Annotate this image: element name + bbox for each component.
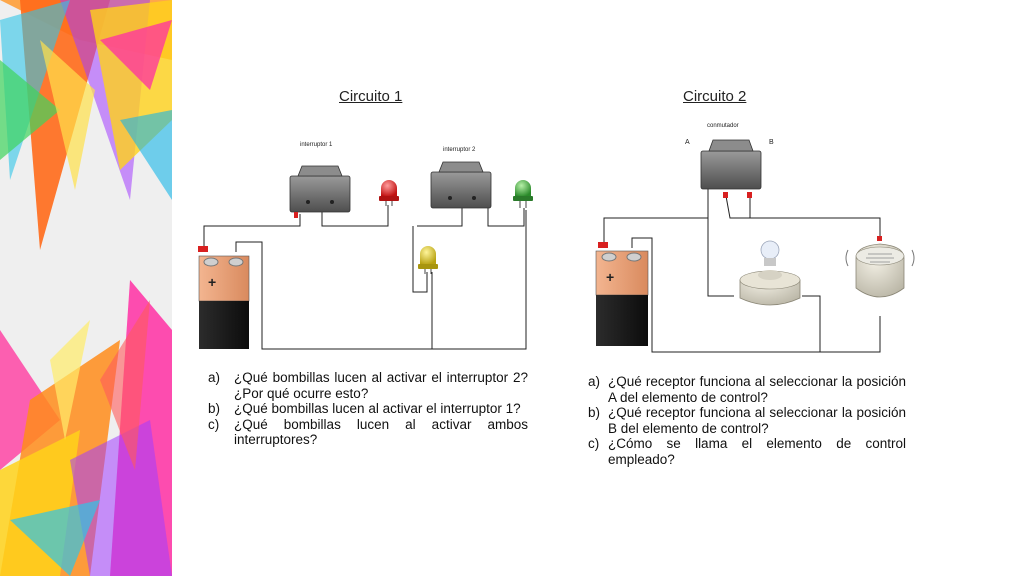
- position-a-label: A: [685, 139, 690, 146]
- question-marker: a): [208, 370, 221, 385]
- battery-1: [198, 246, 250, 349]
- switch-2: [430, 161, 492, 209]
- question-marker: c): [208, 416, 220, 432]
- circuit1-questions: a) ¿Qué bombillas lucen al activar el in…: [208, 370, 528, 448]
- circuit2-title: Circuito 2: [683, 88, 747, 105]
- question-1c: c) ¿Qué bombillas lucen al activar ambos…: [208, 417, 528, 448]
- question-text: ¿Qué bombillas lucen al activar el inter…: [234, 370, 528, 401]
- circuit-diagrams: +: [198, 139, 915, 353]
- question-marker: a): [588, 374, 601, 389]
- switch2-label: interruptor 2: [443, 147, 476, 153]
- position-b-label: B: [769, 139, 774, 146]
- question-2a: a) ¿Qué receptor funciona al seleccionar…: [588, 374, 906, 405]
- circuit2-wires: [603, 188, 881, 353]
- question-text: ¿Cómo se llama el elemento de control em…: [608, 436, 906, 467]
- question-marker: b): [208, 401, 221, 416]
- circuit2-questions: a) ¿Qué receptor funciona al seleccionar…: [588, 374, 906, 467]
- circuit1-title: Circuito 1: [339, 88, 403, 105]
- battery-2: [595, 242, 649, 346]
- question-text: ¿Qué receptor funciona al seleccionar la…: [608, 405, 906, 436]
- commutator-switch: [700, 139, 762, 198]
- commutator-label: conmutador: [707, 123, 739, 129]
- question-1b: b) ¿Qué bombillas lucen al activar el in…: [208, 401, 528, 417]
- decorative-sidebar: [0, 0, 172, 576]
- yellow-led: [418, 246, 438, 274]
- circuit1-wires: [203, 205, 527, 350]
- battery2-plus: +: [606, 269, 614, 285]
- question-2c: c) ¿Cómo se llama el elemento de control…: [588, 436, 906, 467]
- question-text: ¿Qué bombillas lucen al activar ambos in…: [234, 416, 528, 448]
- question-marker: c): [588, 436, 600, 451]
- green-led: [513, 180, 533, 208]
- question-marker: b): [588, 405, 601, 420]
- abstract-shapes-graphic: [0, 0, 172, 576]
- question-text: ¿Qué bombillas lucen al activar el inter…: [234, 401, 521, 416]
- question-2b: b) ¿Qué receptor funciona al seleccionar…: [588, 405, 906, 436]
- red-led: [379, 180, 399, 206]
- question-1a: a) ¿Qué bombillas lucen al activar el in…: [208, 370, 528, 401]
- battery1-plus: +: [208, 274, 216, 290]
- switch-1: [289, 165, 351, 218]
- switch1-label: interruptor 1: [300, 142, 333, 148]
- slide-content: Circuito 1 interruptor 1 interruptor 2: [172, 0, 1024, 576]
- buzzer: [845, 236, 915, 298]
- light-bulb: [739, 240, 801, 306]
- question-text: ¿Qué receptor funciona al seleccionar la…: [608, 374, 906, 405]
